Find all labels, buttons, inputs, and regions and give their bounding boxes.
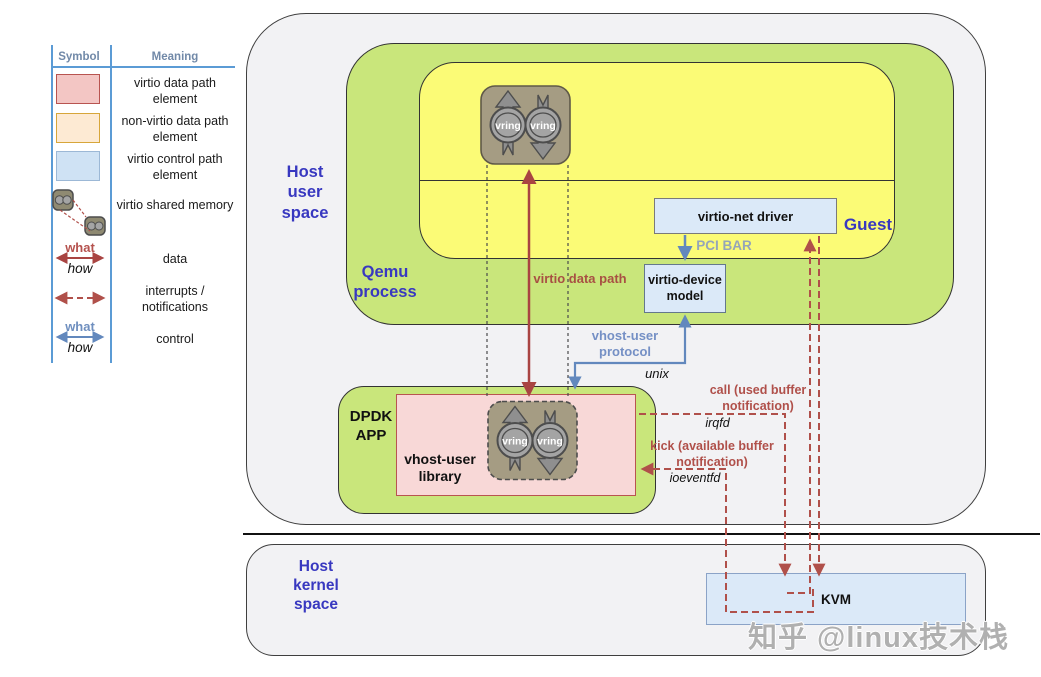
legend-control-what-label: what bbox=[65, 319, 95, 334]
dpdk-app-label: DPDK APP bbox=[349, 408, 393, 444]
call-label: call (used buffer notification) bbox=[709, 383, 807, 413]
vhost-user-protocol-label: vhost-user protocol bbox=[591, 328, 659, 360]
vring-label: vring bbox=[530, 120, 556, 132]
kick-label: kick (available buffer notification) bbox=[650, 439, 774, 469]
legend-meaning-data: data bbox=[162, 252, 188, 266]
legend-control-how-label: how bbox=[67, 340, 93, 355]
legend-meaning-non-virtio: non-virtio data path element bbox=[121, 114, 229, 144]
guest-inner-divider bbox=[419, 180, 895, 181]
virtio-net-driver-label: virtio-net driver bbox=[697, 208, 794, 224]
legend-meaning-virtio-data: virtio data path element bbox=[134, 76, 216, 106]
virtio-data-path-label: virtio data path bbox=[533, 271, 627, 286]
vring-label: vring bbox=[537, 436, 563, 448]
qemu-vring-shared-memory-icon: vring vring bbox=[480, 85, 571, 165]
virtio-net-driver-box: virtio-net driver bbox=[654, 198, 837, 234]
guest-label: Guest bbox=[843, 215, 893, 234]
legend-left-divider bbox=[51, 45, 53, 363]
legend-meaning-control: control bbox=[156, 332, 194, 346]
legend-meaning-shared-memory: virtio shared memory bbox=[116, 198, 234, 212]
vring-label: vring bbox=[495, 120, 521, 132]
unix-socket-label: unix bbox=[645, 366, 669, 381]
legend-virtio-data-swatch bbox=[56, 74, 100, 104]
legend-meaning-header: Meaning bbox=[151, 51, 199, 63]
ioeventfd-label: ioeventfd bbox=[669, 471, 721, 485]
vring-label: vring bbox=[502, 436, 528, 448]
legend-meaning-notifications: interrupts / notifications bbox=[141, 284, 208, 314]
user-kernel-separator bbox=[243, 533, 1040, 535]
qemu-process-label: Qemu process bbox=[353, 263, 417, 302]
legend-data-how-label: how bbox=[67, 261, 93, 276]
legend-data-what-label: what bbox=[65, 240, 95, 255]
legend-non-virtio-swatch bbox=[56, 113, 100, 143]
legend-column-divider bbox=[110, 45, 112, 363]
legend-control-swatch bbox=[56, 151, 100, 181]
legend-header-divider bbox=[51, 66, 235, 68]
vhost-user-library-label: vhost-user library bbox=[404, 451, 476, 485]
irqfd-label: irqfd bbox=[705, 416, 730, 430]
legend-symbol-header: Symbol bbox=[58, 51, 100, 63]
dpdk-vring-shared-memory-icon: vring vring bbox=[487, 400, 578, 481]
shared-memory-icon bbox=[52, 189, 106, 236]
host-kernel-space-label: Host kernel space bbox=[293, 558, 339, 614]
host-user-space-label: Host user space bbox=[281, 163, 329, 222]
legend-meaning-control-path: virtio control path element bbox=[127, 152, 223, 182]
pci-bar-label: PCI BAR bbox=[696, 238, 752, 253]
virtio-device-model-label: virtio-device model bbox=[648, 272, 722, 303]
virtio-device-model-box: virtio-device model bbox=[644, 264, 726, 313]
watermark: 知乎 @linux技术栈 bbox=[748, 622, 1010, 654]
kvm-label: KVM bbox=[821, 591, 851, 607]
